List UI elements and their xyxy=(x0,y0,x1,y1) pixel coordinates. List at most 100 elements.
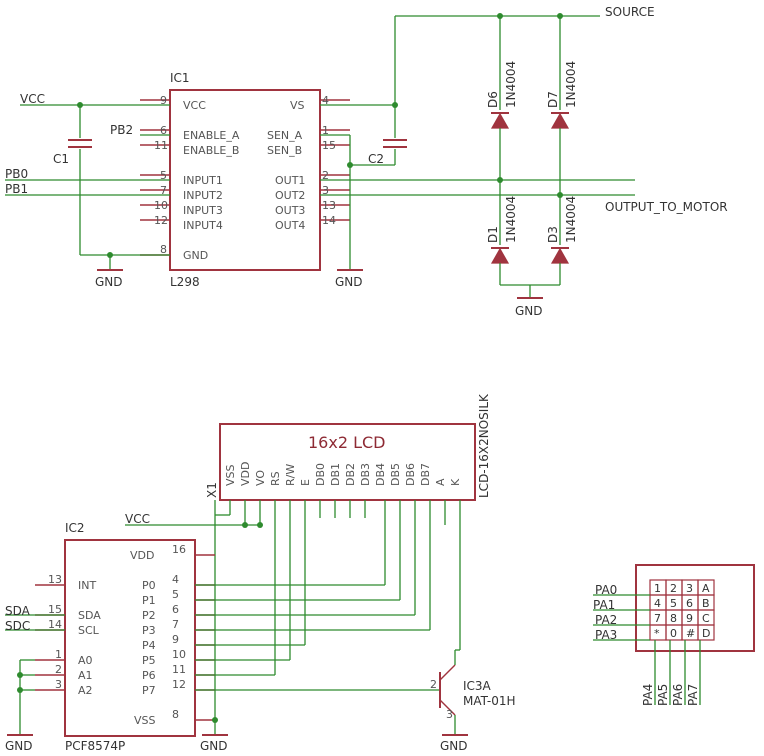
ic2-pin-4-num: 4 xyxy=(172,573,179,586)
ic1-pin-out4: OUT4 xyxy=(275,219,305,232)
net-pb0: PB0 xyxy=(5,167,28,181)
ic1-pin-out3: OUT3 xyxy=(275,204,305,217)
ic1-pin-input1: INPUT1 xyxy=(183,174,223,187)
lcd-pin-db0: DB0 xyxy=(314,463,327,486)
gnd-label-4: GND xyxy=(200,739,228,753)
ic1-pin-7-num: 7 xyxy=(160,184,167,197)
ic2-pin-p6: P6 xyxy=(142,669,156,682)
ic1-pin-5-num: 5 xyxy=(160,169,167,182)
keypad-key-label: C xyxy=(702,612,710,625)
ic2-pin-a0: A0 xyxy=(78,654,93,667)
ic1-pin-gnd: GND xyxy=(183,249,208,262)
ic2-pin-int: INT xyxy=(78,579,96,592)
c2-label: C2 xyxy=(368,152,384,166)
ic1-pin-sen-a: SEN_A xyxy=(267,129,303,142)
ic1-name: IC1 xyxy=(170,71,190,85)
net-pb1: PB1 xyxy=(5,182,28,196)
ic2-pin-p3: P3 xyxy=(142,624,156,637)
lcd-name: X1 xyxy=(205,482,219,498)
lcd-body xyxy=(219,423,476,501)
ic2-pin-9-num: 9 xyxy=(172,633,179,646)
ic2-pin-11-num: 11 xyxy=(172,663,186,676)
ic2-pin-sda: SDA xyxy=(78,609,101,622)
net-pa1: PA1 xyxy=(593,598,615,612)
lcd-pin-db7: DB7 xyxy=(419,463,432,486)
ic2-pin-p0: P0 xyxy=(142,579,156,592)
net-sda: SDA xyxy=(5,604,31,618)
ic1-pin-8-num: 8 xyxy=(160,243,167,256)
transistor-name: IC3A xyxy=(463,679,492,693)
keypad-key-label: 1 xyxy=(654,582,661,595)
ic1-pin-9-num: 9 xyxy=(160,94,167,107)
ic1-pin-vs: VS xyxy=(290,99,305,112)
lcd-pin-e: E xyxy=(299,479,312,486)
ic1-pin-input4: INPUT4 xyxy=(183,219,223,232)
ic2-pin-a2: A2 xyxy=(78,684,93,697)
ic2-pin-14-num: 14 xyxy=(48,618,62,631)
ic1-pin-enable-a: ENABLE_A xyxy=(183,129,240,142)
ic2-pin-2-num: 2 xyxy=(55,663,62,676)
transistor-value: MAT-01H xyxy=(463,694,515,708)
lcd-pin-rw: R/W xyxy=(284,464,297,486)
ic1-pin-out2: OUT2 xyxy=(275,189,305,202)
d1-name: D1 xyxy=(486,226,500,243)
ic1-pin-13-num: 13 xyxy=(322,199,336,212)
keypad-key-label: 6 xyxy=(686,597,693,610)
keypad-key-label: B xyxy=(702,597,710,610)
gnd-label-2: GND xyxy=(335,275,363,289)
transistor-pin-2: 2 xyxy=(430,678,437,691)
net-vcc-bottom: VCC xyxy=(125,512,150,526)
ic1-pin-enable-b: ENABLE_B xyxy=(183,144,239,157)
d7-name: D7 xyxy=(546,91,560,108)
net-pa4: PA4 xyxy=(641,684,655,706)
net-sdc: SDC xyxy=(5,619,30,633)
ic2-pin-a1: A1 xyxy=(78,669,93,682)
keypad-key-label: # xyxy=(686,627,695,640)
gnd-label-3: GND xyxy=(515,304,543,318)
ic2-pin-15-num: 15 xyxy=(48,603,62,616)
net-pb2: PB2 xyxy=(110,123,133,137)
transistor-section: GND 2 3 IC3A MAT-01H xyxy=(430,649,515,753)
ic1-pin-2-num: 2 xyxy=(322,169,329,182)
gnd-label-1: GND xyxy=(95,275,123,289)
gnd-label-6: GND xyxy=(440,739,468,753)
net-output-to-motor: OUTPUT_TO_MOTOR xyxy=(605,200,728,214)
io-expander-section: IC2 PCF8574P 13 INT 15 SDA 14 SCL 1 A0 2… xyxy=(35,521,215,753)
d6-diode-icon xyxy=(490,112,510,129)
keypad-key-label: * xyxy=(654,627,660,640)
keypad-key-label: 3 xyxy=(686,582,693,595)
lcd-pin-k: K xyxy=(449,478,462,486)
ic1-pin-input2: INPUT2 xyxy=(183,189,223,202)
lcd-pin-db2: DB2 xyxy=(344,463,357,486)
d1-value: 1N4004 xyxy=(504,196,518,243)
ic1-pin-input3: INPUT3 xyxy=(183,204,223,217)
lcd-pin-db3: DB3 xyxy=(359,463,372,486)
keypad-key-label: 4 xyxy=(654,597,661,610)
ic2-pin-p4: P4 xyxy=(142,639,156,652)
ic1-pin-14-num: 14 xyxy=(322,214,336,227)
ic2-pin-8-num: 8 xyxy=(172,708,179,721)
ic2-value: PCF8574P xyxy=(65,739,125,753)
ic1-pin-sen-b: SEN_B xyxy=(267,144,302,157)
ic2-name: IC2 xyxy=(65,521,85,535)
ic2-pin-vdd: VDD xyxy=(130,549,154,562)
lcd-pin-vss: VSS xyxy=(224,464,237,486)
ic1-pin-out1: OUT1 xyxy=(275,174,305,187)
keypad-key-label: A xyxy=(702,582,710,595)
ic2-pin-vss: VSS xyxy=(134,714,156,727)
ic2-pin-6-num: 6 xyxy=(172,603,179,616)
lcd-title: 16x2 LCD xyxy=(308,433,386,452)
ic2-pin-p2: P2 xyxy=(142,609,156,622)
ic2-pin-1-num: 1 xyxy=(55,648,62,661)
keypad-key-3-3 xyxy=(697,624,715,641)
ic2-pin-p1: P1 xyxy=(142,594,156,607)
d6-name: D6 xyxy=(486,91,500,108)
keypad-key-label: 7 xyxy=(654,612,661,625)
lcd-pin-db4: DB4 xyxy=(374,463,387,486)
d7-diode-icon xyxy=(550,112,570,129)
ic1-pin-10-num: 10 xyxy=(154,199,168,212)
keypad-key-label: 2 xyxy=(670,582,677,595)
